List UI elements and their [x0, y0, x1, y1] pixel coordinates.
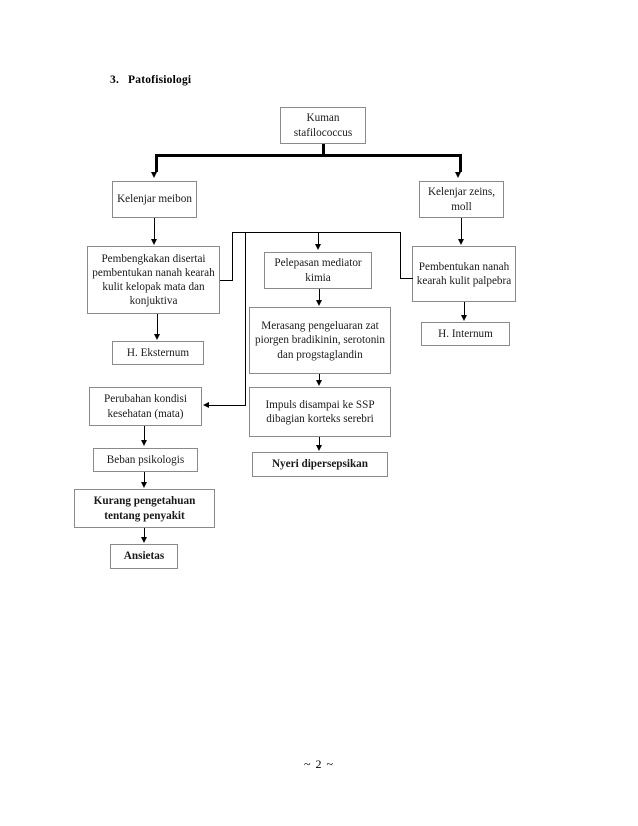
node-label: Pelepasan mediator kimia — [274, 257, 362, 284]
edge-merasang-to-impuls — [319, 374, 320, 381]
node-label: Impuls disampai ke SSP dibagian korteks … — [265, 398, 375, 425]
arrowhead-to-merasang — [316, 300, 322, 306]
arrowhead-to-h-eksternum — [154, 334, 160, 340]
node-pembengkakan-disertai[interactable]: Pembengkakan disertai pembentukan nanah … — [87, 246, 220, 314]
arrowhead-to-pelepasan — [315, 244, 321, 250]
arrowhead-to-pembentukan — [458, 239, 464, 245]
heading-number: 3. — [110, 74, 120, 86]
heading-label: Patofisiologi — [128, 74, 192, 86]
arrowhead-to-impuls — [316, 380, 322, 386]
edge-kuman-to-bus — [322, 144, 325, 156]
node-ansietas[interactable]: Ansietas — [110, 544, 178, 569]
edge-zeins-to-pembentukan — [461, 218, 462, 240]
arrowhead-to-perubahan-kondisi — [203, 402, 209, 408]
edge-bus-to-meibon — [155, 154, 158, 172]
arrowhead-to-ansietas — [141, 537, 147, 543]
node-label: Kelenjar zeins, moll — [427, 186, 496, 213]
node-perubahan-kondisi-kesehatan[interactable]: Perubahan kondisi kesehatan (mata) — [89, 387, 202, 426]
node-beban-psikologis[interactable]: Beban psikologis — [93, 448, 198, 472]
node-impuls-disampai-ssp[interactable]: Impuls disampai ke SSP dibagian korteks … — [249, 387, 391, 437]
node-label: Kelenjar meibon — [117, 193, 192, 206]
edge-pembengkakan-to-perubahan-riser — [245, 232, 246, 406]
edge-pelepasan-to-merasang — [319, 289, 320, 301]
edge-mid-bus — [232, 232, 401, 233]
arrowhead-to-kurang-pengetahuan — [141, 482, 147, 488]
node-label: Nyeri dipersepsikan — [271, 458, 369, 471]
edge-meibon-to-pembengkakan — [154, 218, 155, 240]
node-kelenjar-zeins-moll[interactable]: Kelenjar zeins, moll — [419, 181, 504, 218]
node-label: Pembengkakan disertai pembentukan nanah … — [92, 252, 215, 308]
node-label: H. Eksternum — [126, 346, 190, 359]
node-pembentukan-nanah-palpebra[interactable]: Pembentukan nanah kearah kulit palpebra — [412, 246, 516, 302]
node-label: Kurang pengetahuan tentang penyakit — [93, 495, 196, 522]
arrowhead-to-beban-psikologis — [141, 440, 147, 446]
node-merasang-pengeluaran[interactable]: Merasang pengeluaran zat piorgen bradiki… — [249, 307, 391, 374]
node-label: Kuman stafilococcus — [293, 112, 353, 139]
node-kurang-pengetahuan[interactable]: Kurang pengetahuan tentang penyakit — [74, 489, 215, 528]
node-pelepasan-mediator-kimia[interactable]: Pelepasan mediator kimia — [264, 252, 372, 289]
edge-beban-to-kurang — [144, 472, 145, 483]
edge-impuls-to-nyeri — [319, 437, 320, 446]
node-label: Beban psikologis — [106, 453, 185, 466]
node-label: Pembentukan nanah kearah kulit palpebra — [416, 260, 512, 287]
arrowhead-to-pembengkakan — [151, 239, 157, 245]
node-label: H. Internum — [438, 327, 493, 340]
arrowhead-to-kelenjar-zeins — [455, 172, 461, 178]
arrowhead-to-h-internum — [461, 315, 467, 321]
node-label: Merasang pengeluaran zat piorgen bradiki… — [255, 320, 385, 361]
node-kuman-stafilococcus[interactable]: Kuman stafilococcus — [280, 107, 366, 144]
edge-pembengkakan-right-stub — [220, 280, 233, 281]
edge-kurang-to-ansietas — [144, 528, 145, 539]
section-heading: 3. Patofisiologi — [110, 74, 191, 86]
edge-pembentukan-to-internum — [464, 302, 465, 316]
edge-perubahan-to-beban — [144, 426, 145, 441]
edge-bus-to-pembentukan-stub — [400, 278, 413, 279]
node-label: Ansietas — [123, 550, 165, 563]
node-h-eksternum[interactable]: H. Eksternum — [112, 341, 204, 365]
arrowhead-to-nyeri — [316, 445, 322, 451]
edge-bus-to-zeins — [459, 154, 462, 172]
node-nyeri-dipersepsikan[interactable]: Nyeri dipersepsikan — [252, 452, 388, 477]
node-h-internum[interactable]: H. Internum — [421, 322, 510, 346]
node-label: Perubahan kondisi kesehatan (mata) — [104, 393, 187, 420]
edge-pembengkakan-riser — [232, 232, 233, 281]
edge-bus-to-pelepasan — [318, 232, 319, 245]
edge-bus-to-pembentukan-drop — [400, 232, 401, 279]
edge-pembengkakan-to-perubahan-run — [209, 405, 246, 406]
node-kelenjar-meibon[interactable]: Kelenjar meibon — [112, 181, 197, 218]
arrowhead-to-kelenjar-meibon — [151, 172, 157, 178]
edge-pembengkakan-to-eksternum — [157, 314, 158, 335]
page-footer: ~ 2 ~ — [304, 757, 334, 771]
edge-split-bus — [155, 154, 462, 157]
